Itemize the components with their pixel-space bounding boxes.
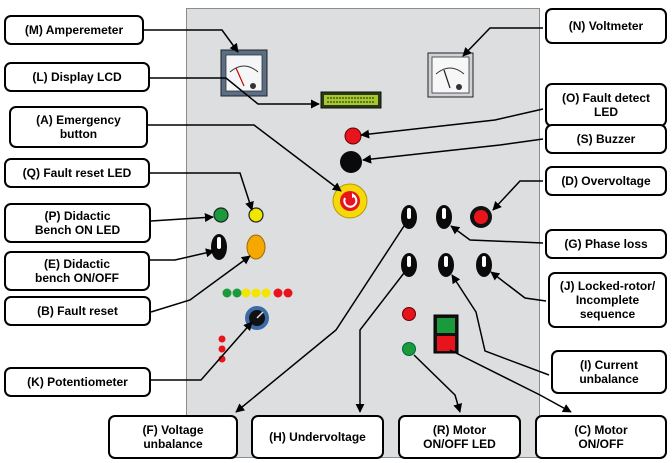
label-fault-reset: (B) Fault reset <box>4 296 151 326</box>
locked-rotor-switch[interactable] <box>476 253 492 277</box>
label-emergency-button: (A) Emergency button <box>9 106 148 148</box>
label-buzzer: (S) Buzzer <box>545 124 667 154</box>
buzzer <box>340 151 362 173</box>
didactic-bench-switch[interactable] <box>211 234 227 260</box>
motor-on-off-button[interactable] <box>433 314 459 354</box>
fault-detect-led <box>344 127 362 145</box>
indicator-led-row <box>222 288 293 298</box>
label-amperemeter: (M) Amperemeter <box>4 15 144 45</box>
emergency-button[interactable] <box>332 183 368 219</box>
label-phase-loss: (G) Phase loss <box>545 229 667 259</box>
label-voltage-unbalance: (F) Voltage unbalance <box>108 415 238 459</box>
didactic-bench-on-led <box>213 207 229 223</box>
amperemeter <box>220 49 268 97</box>
label-motor-on-off-led: (R) Motor ON/OFF LED <box>398 415 521 459</box>
voltage-unbalance-switch[interactable] <box>401 205 417 229</box>
motor-on-off-led-red <box>402 307 416 321</box>
label-fault-detect-led: (O) Fault detect LED <box>545 83 667 127</box>
phase-loss-switch[interactable] <box>436 205 452 229</box>
lcd-display <box>320 91 382 109</box>
motor-on-off-led-green <box>402 342 416 356</box>
label-motor-on-off: (C) Motor ON/OFF <box>535 415 667 459</box>
label-potentiometer: (K) Potentiometer <box>4 367 151 397</box>
fault-reset-led <box>248 207 264 223</box>
fault-reset-button[interactable] <box>246 234 266 260</box>
label-voltmeter: (N) Voltmeter <box>545 8 667 44</box>
voltmeter <box>427 52 474 98</box>
label-current-unbalance: (I) Current unbalance <box>551 350 667 394</box>
label-didactic-bench-on-led: (P) Didactic Bench ON LED <box>4 203 151 243</box>
label-locked-rotor: (J) Locked-rotor/ Incomplete sequence <box>548 272 667 328</box>
undervoltage-switch[interactable] <box>401 253 417 277</box>
label-fault-reset-led: (Q) Fault reset LED <box>4 158 150 188</box>
label-overvoltage: (D) Overvoltage <box>545 166 667 196</box>
current-unbalance-switch[interactable] <box>438 253 454 277</box>
connector-lines <box>144 27 572 413</box>
label-didactic-bench-on-off: (E) Didactic bench ON/OFF <box>4 251 150 291</box>
label-undervoltage: (H) Undervoltage <box>251 415 384 459</box>
overvoltage-button[interactable] <box>470 206 492 228</box>
label-display-lcd: (L) Display LCD <box>4 62 150 92</box>
